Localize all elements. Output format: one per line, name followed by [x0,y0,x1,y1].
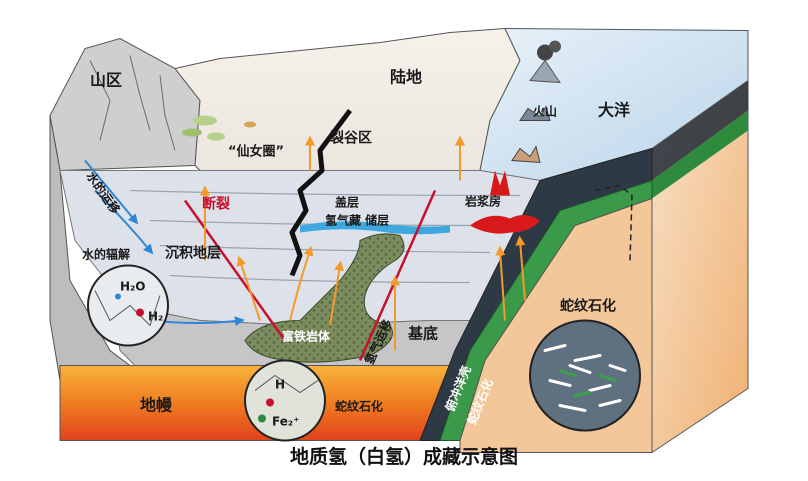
label-fairy-circle: “仙女圈” [228,144,284,160]
label-cap-layer: 盖层 [335,195,359,210]
block-right-face [651,79,749,454]
label-zoom-h2: H₂ [148,310,163,324]
label-sedimentary: 沉积地层 [165,245,221,262]
land-surface [174,27,521,171]
figure-caption: 地质氢（白氢）成藏示意图 [289,446,518,468]
reservoir-layers [300,221,450,235]
label-mountain: 山区 [90,71,122,90]
label-zoom-water: H₂O [120,280,146,294]
zoom-circle-radiolysis [87,264,169,347]
mountain-region [49,37,201,172]
label-magma-chamber: 岩浆房 [464,194,501,209]
volcano [511,40,561,164]
label-hydrogen-storage: 氢气藏 储层 [325,213,389,228]
hydrogen-arrows [200,135,526,351]
rift-crack [289,109,352,277]
zoom-circle-serpentinization [244,359,326,442]
label-mantle: 地幔 [140,396,173,415]
fault-line-left [183,199,287,342]
label-volcano: 火山 [533,104,557,119]
label-rift: 裂谷区 [329,130,372,147]
label-land: 陆地 [390,68,422,87]
label-zoom-h: H [275,378,285,392]
label-radiolysis: 水的辐解 [82,247,130,262]
zoom-circle-oceanic [529,319,641,432]
fairy-circles [182,115,256,141]
label-basement: 基底 [407,325,438,343]
label-iron-rich: 富铁岩体 [282,329,331,344]
label-ocean: 大洋 [598,101,630,120]
label-fault: 断裂 [202,196,230,213]
storage-reservoir [300,221,450,235]
label-serp-right: 蛇纹石化 [560,298,616,315]
label-serp-left: 蛇纹石化 [335,399,383,414]
label-zoom-fe: Fe₂⁺ [272,415,299,429]
magma-chamber [470,170,540,234]
